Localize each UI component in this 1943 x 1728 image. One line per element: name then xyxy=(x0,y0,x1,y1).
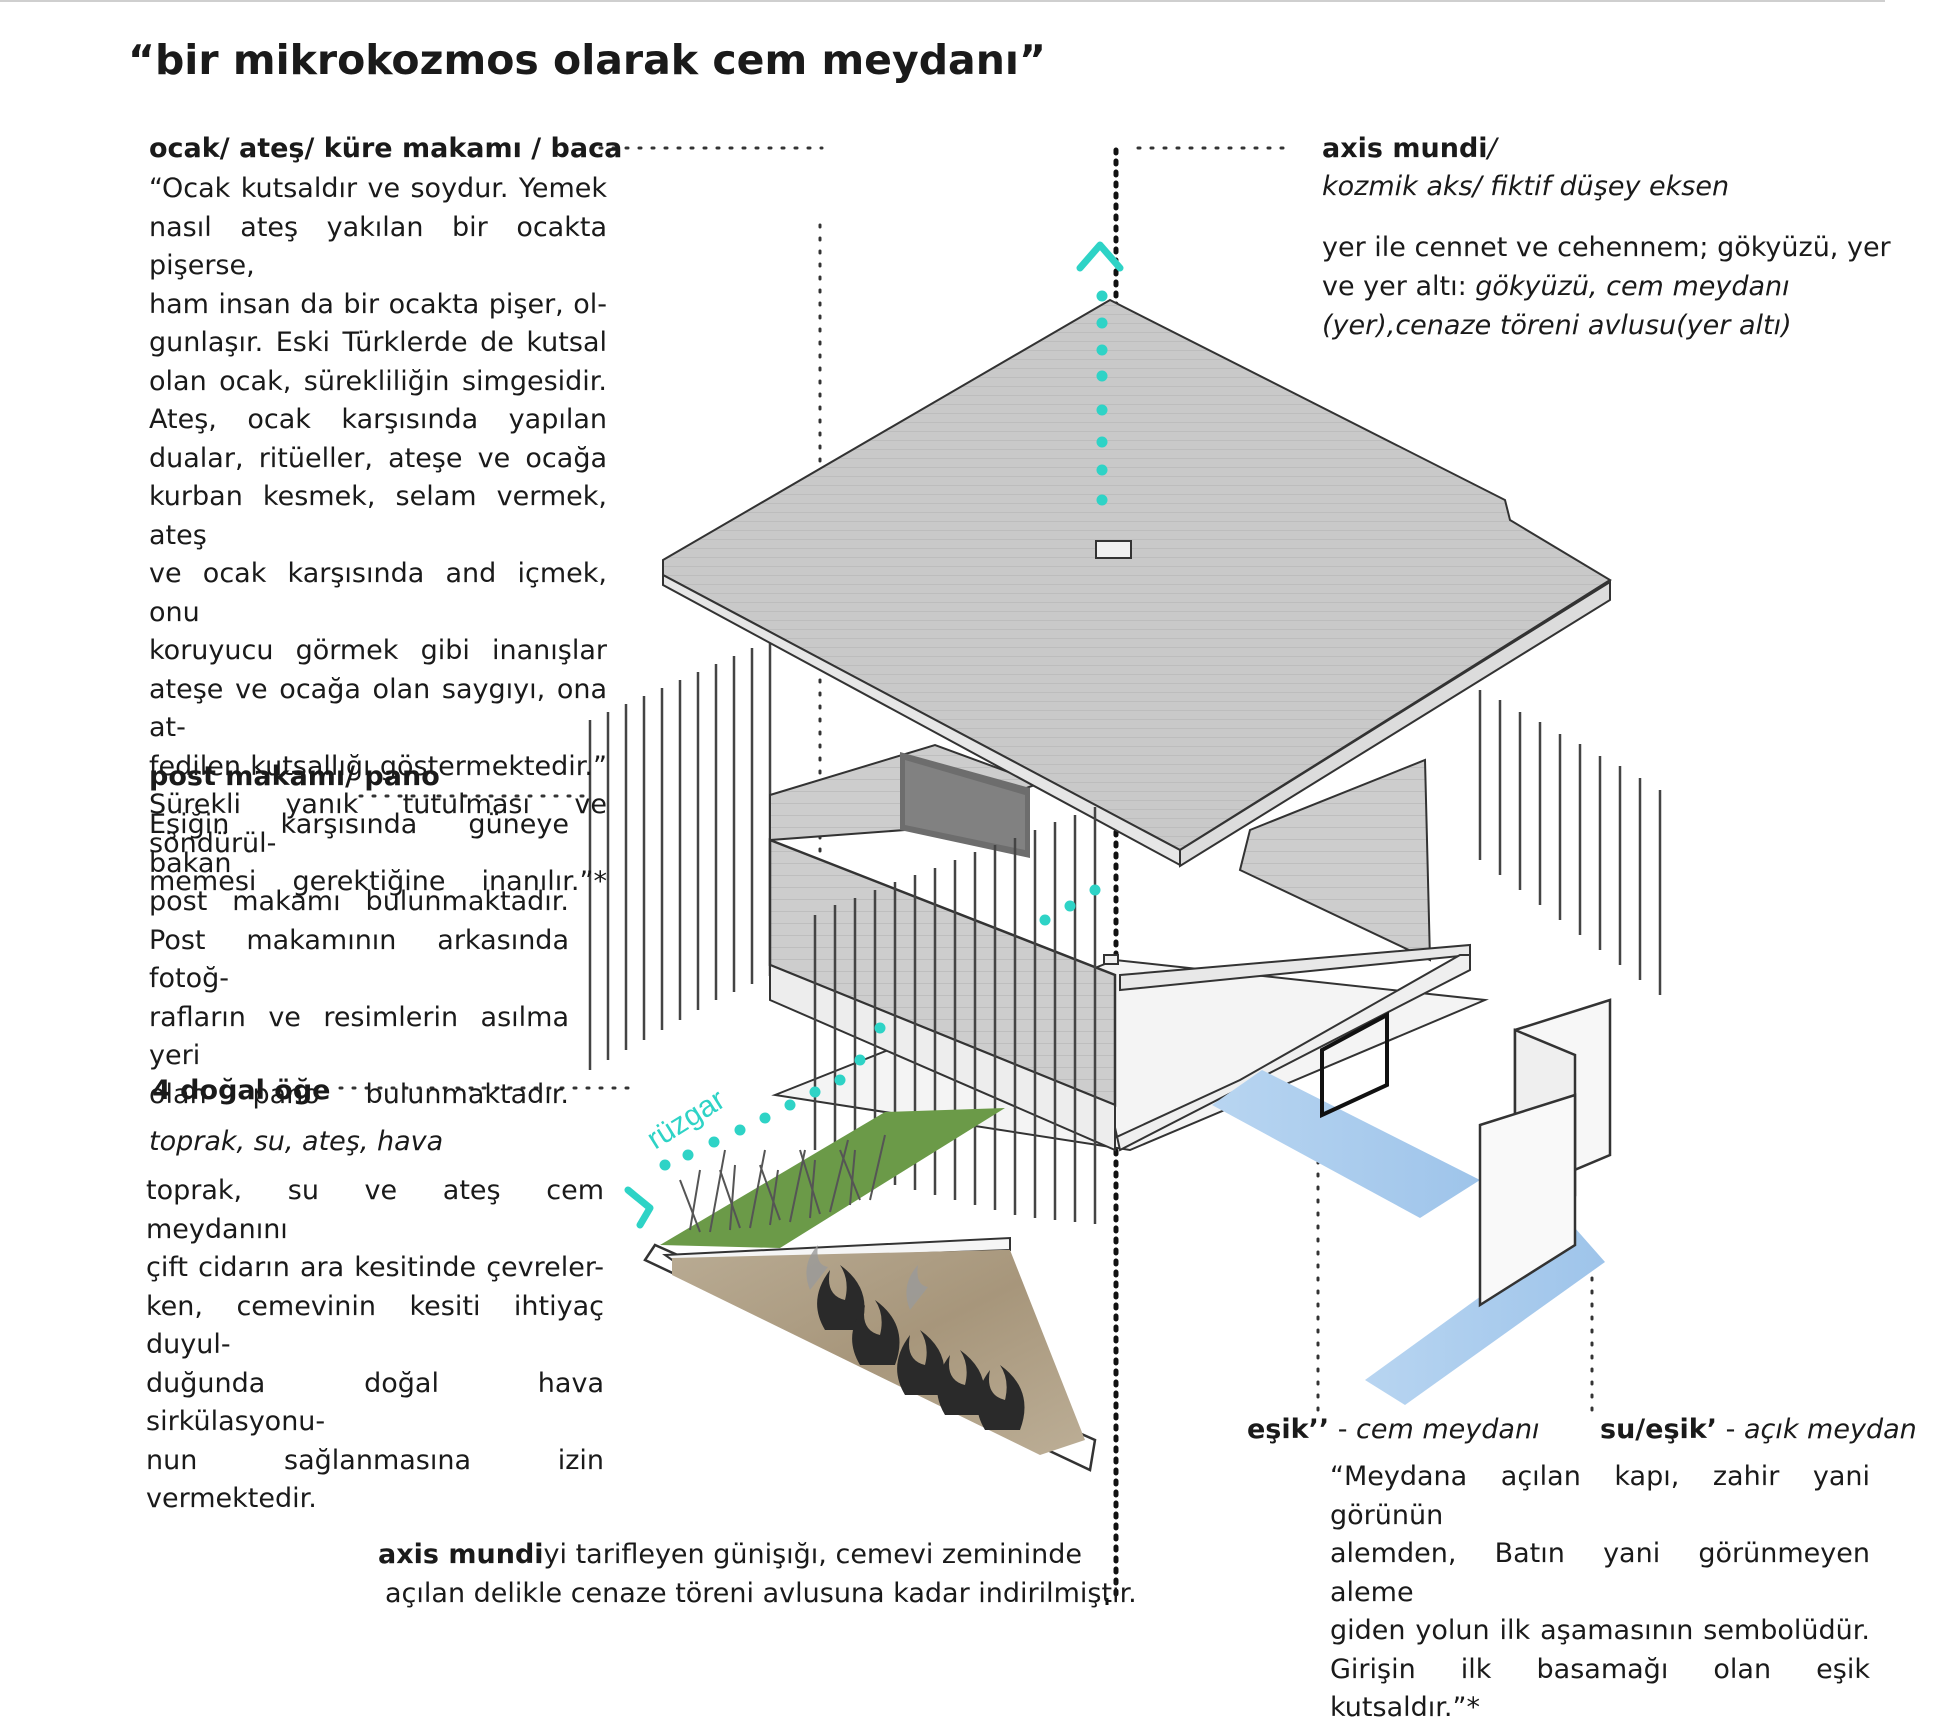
esik-label-ital: cem meydanı xyxy=(1356,1414,1540,1445)
wind-arrow xyxy=(624,1186,654,1229)
post-line: rafların ve resimlerin asılma yeri xyxy=(149,1001,569,1072)
esik-line: giden yolun ilk aşamasının sembolüdür. xyxy=(1330,1615,1870,1646)
axis-heading-slash: / xyxy=(1487,133,1497,164)
water-strip-upper xyxy=(1212,1070,1480,1218)
grass-blades xyxy=(679,1134,886,1233)
ocak-line: kurban kesmek, selam vermek, ateş xyxy=(149,481,607,551)
dogal-line: toprak, su ve ateş cem meydanını xyxy=(146,1175,604,1245)
fire-icons xyxy=(817,1265,1025,1430)
bottom-caption-rest: yi tarifleyen günişığı, cemevi zemininde xyxy=(543,1539,1082,1570)
post-line: post makamı bulunmaktadır. xyxy=(149,886,569,917)
dogal-line: nun sağlanmasına izin vermektedir. xyxy=(146,1444,604,1515)
axis-heading-row: axis mundi/ xyxy=(1322,130,1497,169)
ocak-line: Ateş, ocak karşısında yapılan xyxy=(149,404,607,435)
esik-label-sep: - xyxy=(1329,1414,1357,1445)
axis-line-2: ve yer altı: gökyüzü, cem meydanı xyxy=(1322,268,1790,307)
ocak-heading: ocak/ ateş/ küre makamı / baca xyxy=(149,133,623,164)
water-strip-lower xyxy=(1365,1228,1605,1405)
dogal-heading: 4 doğal öğe xyxy=(152,1075,331,1106)
ocak-line: nasıl ateş yakılan bir ocakta pişerse, xyxy=(149,211,607,282)
axis-arrow xyxy=(1076,241,1124,272)
roof-opening xyxy=(1095,540,1132,559)
esik-line: Girişin ilk basamağı olan eşik kutsaldır… xyxy=(1330,1653,1870,1724)
su-label-bold: su/eşik’ xyxy=(1600,1414,1718,1445)
ocak-line: fedilen kutsallığı göstermektedir.” xyxy=(149,750,607,782)
bottom-caption-bold: axis mundi xyxy=(378,1539,544,1570)
wind-dots xyxy=(659,884,1101,1171)
dogal-line: ken, cemevinin kesiti ihtiyaç duyul- xyxy=(146,1290,604,1361)
ocak-line: “Ocak kutsaldır ve soydur. Yemek xyxy=(149,173,607,204)
ocak-line: Sürekli yanık tutulması ve söndürül- xyxy=(149,789,607,859)
ocak-line: olan ocak, sürekliliğin simgesidir. xyxy=(149,365,607,397)
grass-strip xyxy=(660,1108,1005,1248)
dogal-paragraph: toprak, su ve ateş cem meydanını çift ci… xyxy=(146,1172,604,1519)
su-label-ital: açık meydan xyxy=(1743,1414,1917,1445)
dogal-subheading: toprak, su, ateş, hava xyxy=(149,1126,444,1157)
axis-heading: axis mundi xyxy=(1322,133,1488,164)
axis-line-3: (yer),cenaze töreni avlusu(yer altı) xyxy=(1322,310,1792,341)
esik-line: “Meydana açılan kapı, zahir yani görünün xyxy=(1330,1461,1870,1531)
esik-line: alemden, Batın yani görünmeyen aleme xyxy=(1330,1538,1870,1608)
su-esik-label: su/eşik’ - açık meydan xyxy=(1600,1411,1917,1450)
su-label-sep: - xyxy=(1717,1414,1744,1445)
post-line: olan pano bulunmaktadır. xyxy=(149,1078,569,1110)
axis-dots xyxy=(1096,290,1108,506)
post-paragraph: Eşiğin karşısında güneye bakan post maka… xyxy=(149,806,569,1114)
ocak-paragraph: “Ocak kutsaldır ve soydur. Yemek nasıl a… xyxy=(149,170,607,902)
door-frame xyxy=(1320,1011,1389,1119)
axis-line-2a: ve yer altı: xyxy=(1322,271,1476,302)
ocak-line: ve ocak karşısında and içmek, onu xyxy=(149,558,607,628)
bottom-caption-line-2: açılan delikle cenaze töreni avlusuna ka… xyxy=(385,1578,1137,1609)
floor-opening xyxy=(1103,954,1119,965)
axis-line-1: yer ile cennet ve cehennem; gökyüzü, yer xyxy=(1322,232,1891,263)
esik-label: eşik’’ - cem meydanı xyxy=(1247,1411,1540,1450)
panel-front xyxy=(1478,1093,1577,1308)
page-title: “bir mikrokozmos olarak cem meydanı” xyxy=(128,36,1046,84)
ocak-line: dualar, ritüeller, ateşe ve ocağa xyxy=(149,442,607,474)
esik-label-bold: eşik’’ xyxy=(1247,1414,1330,1445)
ocak-line: koruyucu görmek gibi inanışlar xyxy=(149,635,607,666)
dogal-line: duğunda doğal hava sirkülasyonu- xyxy=(146,1367,604,1438)
axis-line-2b: gökyüzü, cem meydanı xyxy=(1475,271,1790,302)
post-heading: post makamı/ pano xyxy=(149,761,440,792)
dogal-line: çift cidarın ara kesitinde çevreler- xyxy=(146,1252,604,1283)
ocak-line: ateşe ve ocağa olan saygıyı, ona at- xyxy=(149,673,607,744)
bottom-caption-line-1: axis mundiyi tarifleyen günişığı, cemevi… xyxy=(378,1536,1082,1575)
roof-slab xyxy=(662,298,1612,852)
top-rule xyxy=(0,0,1885,2)
floor-edge xyxy=(1109,954,1471,1152)
ocak-line: gunlaşır. Eski Türklerde de kutsal xyxy=(149,327,607,358)
axis-subheading: kozmik aks/ fiktif düşey eksen xyxy=(1322,171,1730,202)
post-line: Post makamının arkasında fotoğ- xyxy=(149,924,569,995)
axonometric-illustration: rüzgar xyxy=(338,146,1662,1605)
post-line: Eşiğin karşısında güneye bakan xyxy=(149,809,569,879)
ocak-line: ham insan da bir ocakta pişer, ol- xyxy=(149,288,607,320)
esik-paragraph: “Meydana açılan kapı, zahir yani görünün… xyxy=(1330,1458,1870,1728)
ocak-line: memesi gerektiğine inanılır.”* xyxy=(149,866,607,897)
